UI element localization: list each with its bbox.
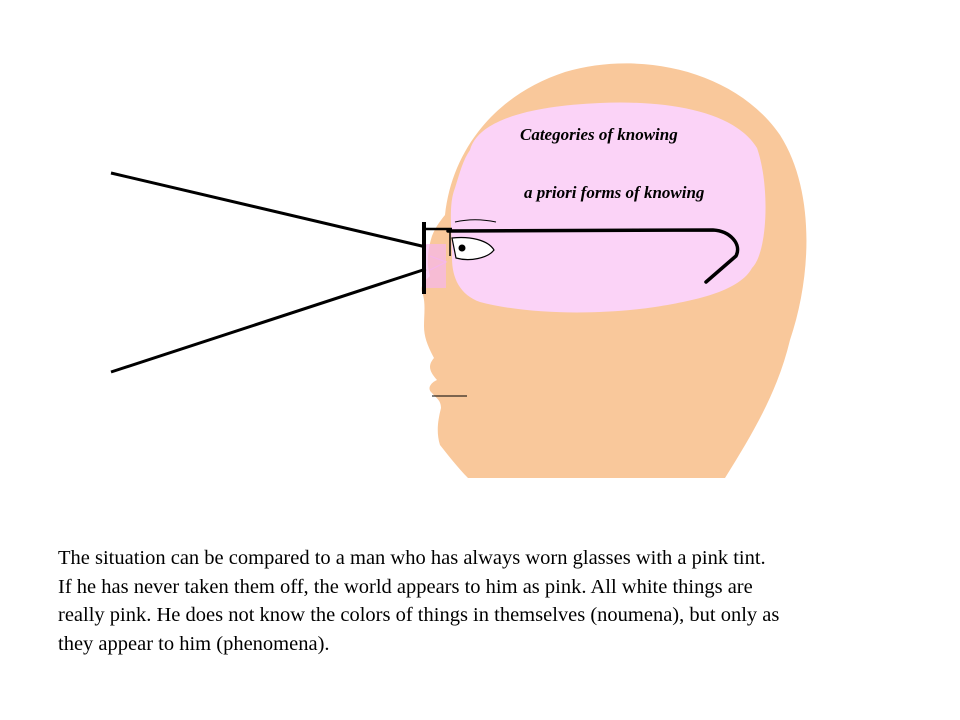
caption-paragraph: The situation can be compared to a man w…: [58, 544, 928, 658]
caption-line: really pink. He does not know the colors…: [58, 604, 780, 626]
eye: [451, 219, 497, 261]
label-a-priori-forms: a priori forms of knowing: [524, 183, 705, 202]
caption-line: The situation can be compared to a man w…: [58, 547, 766, 569]
eyebrow: [454, 219, 497, 223]
upper-sight-line: [110, 171, 427, 249]
eye-outline: [451, 236, 495, 261]
lens-tint: [426, 244, 446, 288]
caption-line: If he has never taken them off, the worl…: [58, 575, 753, 598]
head-diagram: Categories of knowing a priori forms of …: [110, 63, 807, 478]
pupil: [458, 244, 466, 252]
glasses-temple-arm: [446, 228, 740, 284]
brain-region: [450, 102, 766, 313]
lens-reflection: [429, 255, 448, 271]
label-categories-of-knowing: Categories of knowing: [520, 125, 678, 144]
pink-glasses: [422, 222, 740, 294]
caption-line: they appear to him (phenomena).: [58, 632, 330, 655]
lower-sight-line: [110, 267, 427, 374]
